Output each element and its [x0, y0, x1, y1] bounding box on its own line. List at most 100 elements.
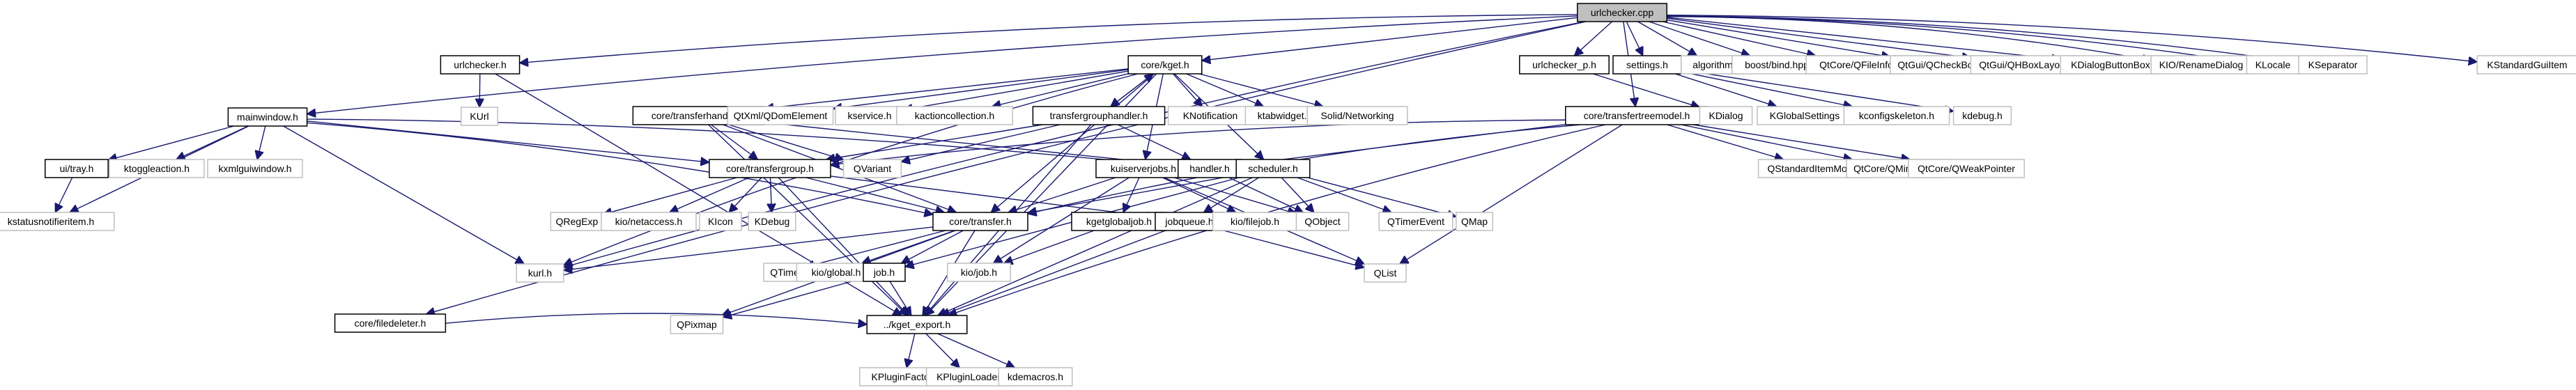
edge-export-to-kdemacros [937, 333, 1015, 368]
graph-node-ksgi: KStandardGuiItem [2476, 55, 2576, 75]
edge-export-to-kpl [925, 333, 959, 368]
edge-mainwindow-to-transfer [307, 122, 933, 214]
edge-kget-to-transfer [991, 73, 1155, 212]
graph-node-kdialog: KDialog [1699, 106, 1753, 125]
edge-kuisj-to-qobject [1173, 177, 1296, 214]
edge-ttm-to-qmime [1681, 124, 1852, 159]
edge-job-to-qpixmap [723, 277, 864, 317]
graph-node-job[interactable]: job.h [863, 263, 906, 282]
edge-scheduler-to-qmap [1307, 177, 1456, 217]
node-box [1890, 55, 1986, 75]
node-label: job.h [873, 267, 895, 278]
node-box [1167, 106, 1254, 125]
node-box [1456, 212, 1493, 231]
edge-ttm-to-export [948, 124, 1606, 315]
graph-node-mainwindow[interactable]: mainwindow.h [227, 107, 308, 127]
node-label: KSeparator [2308, 59, 2358, 70]
graph-node-urlchecker-p[interactable]: urlchecker_p.h [1519, 55, 1610, 75]
edge-tgroup-to-export [778, 177, 909, 315]
node-label: KDialog [1709, 110, 1743, 121]
edge-kuisj-to-kiojob [994, 177, 1129, 263]
edge-root-to-qfileinfo [1663, 21, 1816, 56]
edge-scheduler-to-export [938, 177, 1253, 315]
node-box [863, 263, 906, 282]
nodes-layer: urlchecker.cpp mainwindow.h urlchecker.h co… [0, 3, 2576, 387]
graph-node-solid: Solid/Networking [1306, 106, 1408, 125]
edge-jobqueue-to-export [941, 230, 1166, 315]
edge-tgroup-to-kicon [729, 177, 762, 212]
edge-job-to-export [889, 281, 911, 315]
graph-node-kservice: kservice.h [835, 106, 904, 125]
graph-node-settings[interactable]: settings.h [1612, 55, 1682, 75]
edge-root-to-kget [1202, 17, 1578, 61]
graph-node-qmap: QMap [1456, 212, 1493, 231]
graph-node-transfer[interactable]: core/transfer.h [932, 212, 1028, 231]
node-box [550, 212, 604, 231]
edge-mainwindow-to-tray [108, 125, 235, 160]
node-box [1519, 55, 1610, 75]
graph-node-qobject: QObject [1295, 212, 1350, 231]
node-label: QTime [770, 267, 799, 278]
graph-node-ktoggle: ktoggleaction.h [109, 159, 205, 178]
graph-node-kgj[interactable]: kgetglobaljob.h [1071, 212, 1167, 231]
graph-node-root[interactable]: urlchecker.cpp [1577, 3, 1667, 22]
edge-kget-to-solid [1198, 73, 1323, 107]
edge-ttm-to-tgroup [831, 119, 1566, 164]
graph-node-kglobal: KGlobalSettings [1757, 106, 1853, 125]
node-box [2150, 55, 2252, 75]
node-box [998, 367, 1073, 387]
graph-node-tgroup[interactable]: core/transfergroup.h [709, 159, 831, 178]
node-box [45, 159, 109, 178]
edge-transferhandler-to-qvariant [728, 124, 844, 159]
node-label: QtGui/QCheckBox [1897, 59, 1977, 70]
graph-node-qhbox: QtGui/QHBoxLayout [1970, 55, 2077, 75]
node-label: handler.h [1189, 163, 1230, 174]
node-box [709, 159, 831, 178]
edge-tgh-to-handler [1117, 124, 1191, 159]
node-box [1306, 106, 1408, 125]
graph-node-scheduler[interactable]: scheduler.h [1235, 159, 1311, 178]
node-box [1843, 106, 1950, 125]
edge-urlchecker_h-to-kurl_top [479, 73, 480, 107]
graph-node-jobqueue[interactable]: jobqueue.h [1155, 212, 1224, 231]
edge-kget-to-ktab [1186, 73, 1264, 107]
node-box [925, 367, 1012, 387]
edge-root-to-bind [1649, 21, 1750, 56]
edge-root-to-algorithm [1637, 21, 1697, 56]
edge-urlchecker_p-to-kdialog [1593, 73, 1699, 107]
node-box [1364, 263, 1407, 283]
node-label: settings.h [1626, 59, 1668, 70]
graph-node-handler[interactable]: handler.h [1178, 159, 1242, 178]
node-label: urlchecker_p.h [1532, 59, 1596, 70]
node-box [699, 212, 742, 231]
edge-kget-to-kaction [992, 73, 1129, 107]
graph-node-qtimer: QTimerEvent [1378, 212, 1453, 231]
graph-node-kioglobal: kio/global.h [796, 263, 877, 282]
node-box [1178, 159, 1242, 178]
edge-kget-to-knotif [1173, 73, 1203, 107]
edge-root-to-kdbb [1667, 17, 2060, 59]
node-box [1295, 212, 1350, 231]
node-box [1908, 159, 2025, 178]
graph-node-kdbb: KDialogButtonBox [2060, 55, 2161, 75]
graph-node-kget[interactable]: core/kget.h [1127, 55, 1203, 75]
node-label: urlchecker.h [454, 59, 506, 70]
graph-node-tgh[interactable]: transfergrouphandler.h [1032, 106, 1166, 125]
node-label: boost/bind.hpp [1745, 59, 1809, 70]
graph-node-tray[interactable]: ui/tray.h [45, 159, 109, 178]
graph-node-filedeleter[interactable]: core/filedeleter.h [334, 313, 447, 333]
graph-node-klocale: KLocale [2246, 55, 2300, 75]
edge-root-to-mainwindow [307, 15, 1578, 114]
graph-node-export[interactable]: ../kget_export.h [866, 315, 968, 334]
edge-kget-to-kservice [904, 70, 1129, 109]
edge-kget-to-transferhandler [765, 68, 1129, 109]
graph-node-kuisj[interactable]: kuiserverjobs.h [1095, 159, 1191, 178]
graph-node-ttm[interactable]: core/transfertreemodel.h [1565, 106, 1709, 125]
edge-ttm-to-qsim [1667, 124, 1783, 159]
node-label: algorithm [1692, 59, 1733, 70]
graph-node-urlchecker-h[interactable]: urlchecker.h [440, 55, 520, 75]
edge-kuisj-to-filejob [1162, 177, 1235, 212]
edge-root-to-urlchecker_h [520, 14, 1578, 63]
graph-node-qpixmap: QPixmap [670, 315, 724, 334]
